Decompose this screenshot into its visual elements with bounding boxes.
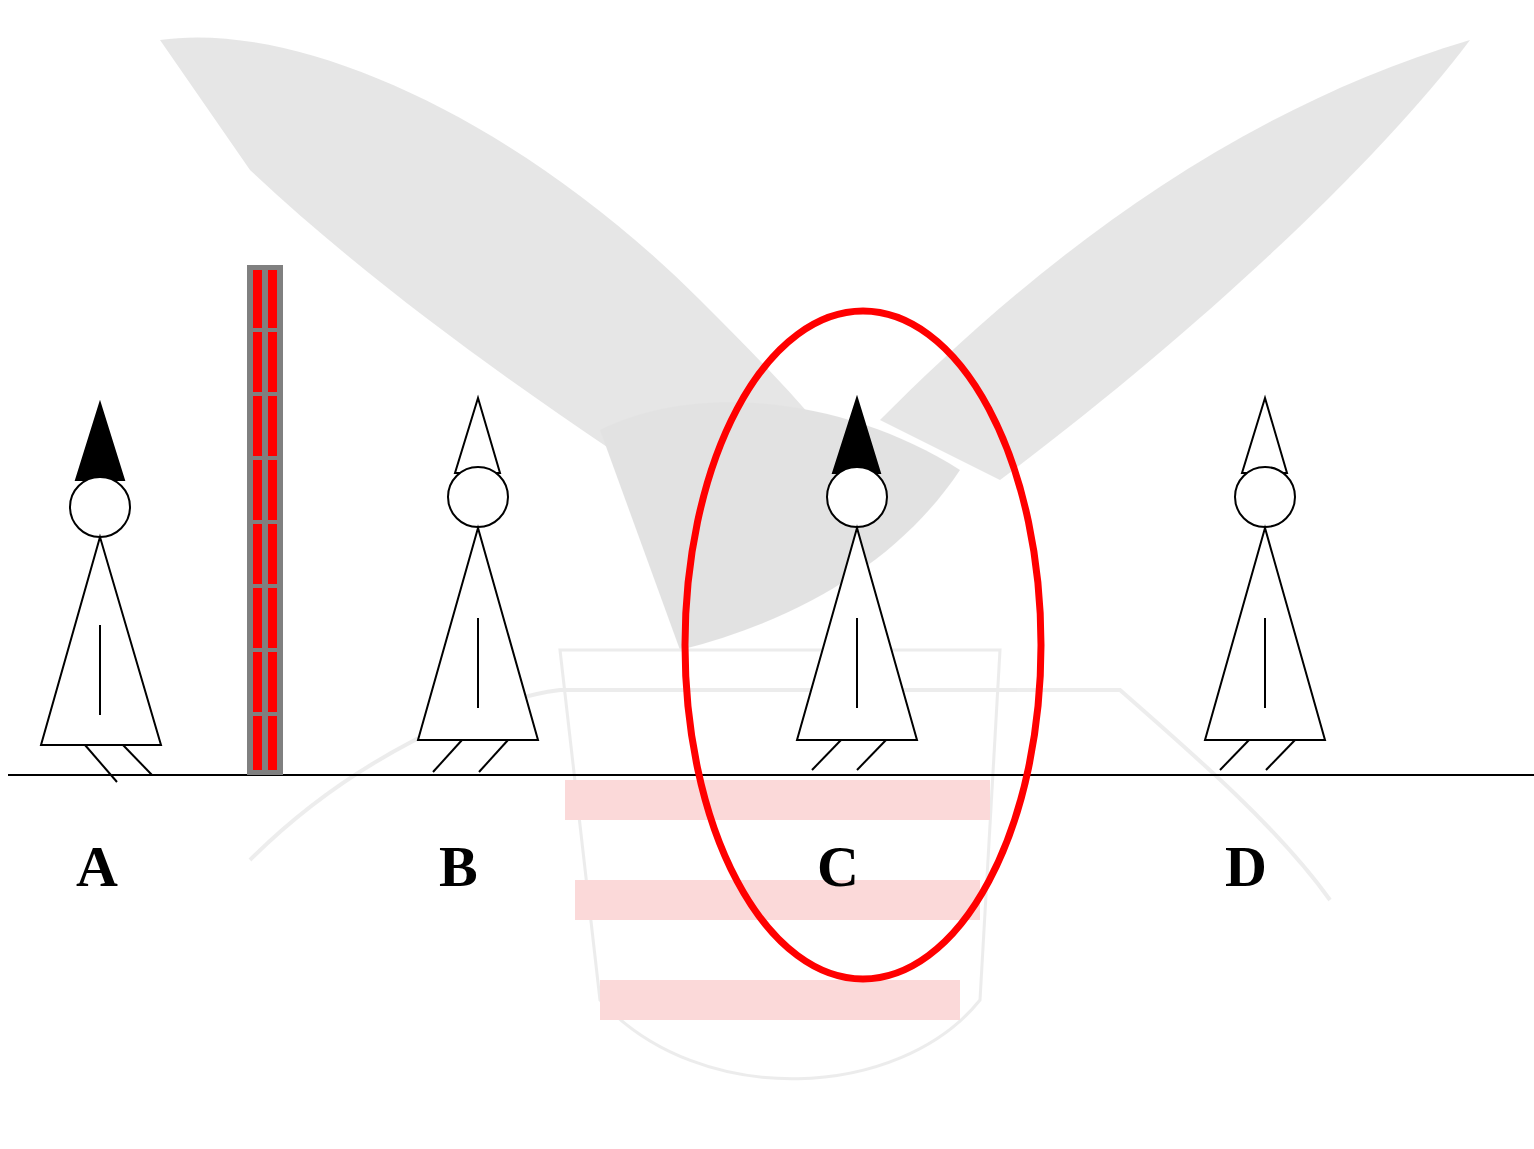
watermark (160, 37, 1470, 1078)
highlight-ellipse (685, 311, 1041, 979)
watermark-ribbon (250, 690, 1330, 900)
watermark-stripe (575, 880, 980, 920)
watermark-wing (880, 40, 1470, 480)
figure-label: D (1225, 838, 1267, 896)
person-figure (1205, 398, 1325, 770)
watermark-shield (560, 650, 1000, 1079)
wall-frame (247, 265, 283, 775)
watermark-stripe (600, 980, 960, 1020)
figure-label: A (76, 838, 118, 896)
wall-mortar (247, 330, 283, 714)
watermark-stripe (565, 780, 990, 820)
person-figure (797, 398, 917, 770)
watermark-body (600, 402, 960, 650)
person-figure (418, 398, 538, 772)
ground-line (8, 774, 1534, 776)
figure-label: C (817, 838, 859, 896)
person-figure (41, 403, 161, 782)
figure-label: B (439, 838, 478, 896)
brick-wall (247, 265, 283, 775)
